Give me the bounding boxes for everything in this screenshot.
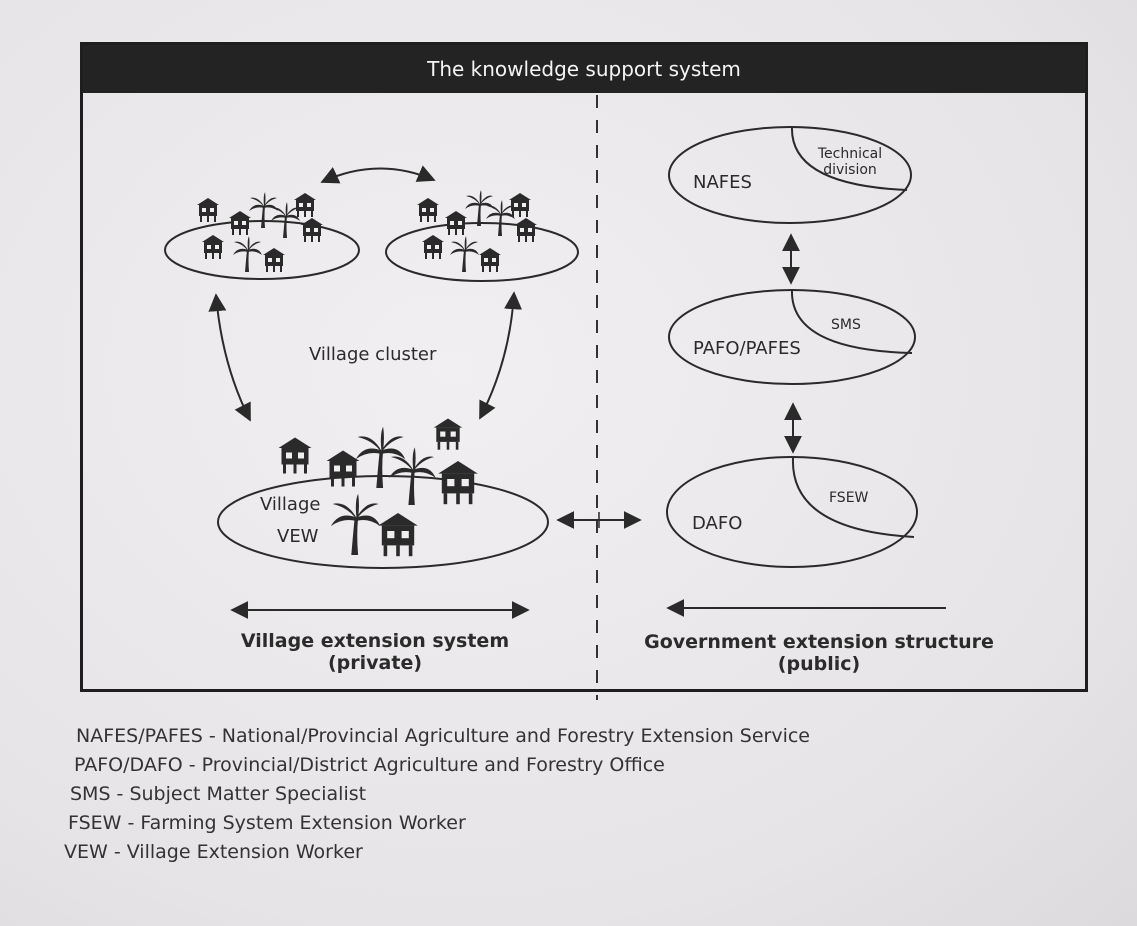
pafo-ellipse [668,289,916,385]
palm-tree-icon [249,192,278,228]
vew-label: VEW [277,526,319,547]
legend-item: SMS - Subject Matter Specialist [70,783,367,805]
technical-division-line1: Technical [817,146,883,162]
nafes-node [668,126,912,224]
government-extension-title: Government extension structure [644,631,994,653]
dafo-section-curve [791,457,915,538]
hut-icon [433,418,463,450]
hut-icon [515,218,537,242]
cluster-left-ellipse [164,220,360,280]
legend-item: FSEW - Farming System Extension Worker [68,812,466,834]
village-ellipse [217,475,549,569]
diagram-frame: The knowledge support system [80,42,1088,692]
abbreviation-legend: NAFES/PAFES - National/Provincial Agricu… [64,722,810,867]
dafo-node [666,456,918,568]
pafo-section-curve [790,289,913,354]
hut-icon [509,193,531,217]
cluster-to-village-arrow-left [208,293,251,422]
palm-tree-icon [233,236,262,272]
legend-item: PAFO/DAFO - Provincial/District Agricult… [74,754,665,776]
hut-icon [202,235,224,259]
hut-icon [197,198,219,222]
hut-icon [445,211,467,235]
dafo-ellipse [666,456,918,568]
village-extension-title: Village extension system [240,630,510,652]
cluster-to-village-arrow-right [479,291,523,420]
hut-icon [422,235,444,259]
legend-item: NAFES/PAFES - National/Provincial Agricu… [76,725,810,747]
nafes-section-curve [790,126,908,191]
hut-icon [326,450,360,487]
government-extension-subtitle: (public) [777,653,861,675]
hut-icon [229,211,251,235]
fsew-label: FSEW [829,490,869,506]
nafes-label: NAFES [693,172,752,193]
legend-item: VEW - Village Extension Worker [64,841,363,863]
village-extension-caption: Village extension system (private) [230,630,520,674]
village-cluster-label: Village cluster [309,344,437,365]
palm-tree-icon [330,493,381,555]
dafo-label: DAFO [692,513,743,534]
hut-icon [278,437,312,474]
village-extension-subtitle: (private) [327,652,423,674]
pafo-node [668,289,916,385]
sms-label: SMS [831,317,861,333]
village-cluster-left [164,192,360,280]
village-cluster-right [385,190,579,282]
hut-icon [378,513,418,557]
palm-tree-icon [465,190,494,226]
technical-division-line2: division [823,162,877,178]
technical-division-label: Technical division [810,146,890,178]
village-main [217,418,549,569]
cluster-right-ellipse [385,222,579,282]
palm-tree-icon [450,236,479,272]
hut-icon [301,218,323,242]
hut-icon [417,198,439,222]
pafo-label: PAFO/PAFES [693,338,801,359]
hut-icon [294,193,316,217]
nafes-ellipse [668,126,912,224]
cluster-exchange-arrow [320,165,436,184]
village-label: Village [260,494,321,515]
hut-icon [479,248,501,272]
diagram-title: The knowledge support system [83,45,1085,93]
government-extension-caption: Government extension structure (public) [644,631,994,675]
hut-icon [438,461,478,505]
hut-icon [263,248,285,272]
